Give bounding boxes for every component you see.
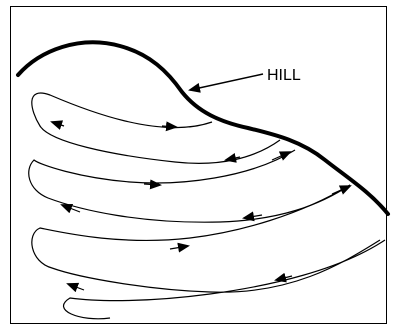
- hill-slope-line: [16, 40, 390, 216]
- hill-label: HILL: [267, 67, 301, 84]
- airflow-arrow-3b: [169, 242, 190, 253]
- airflow-arrow-2b: [143, 179, 162, 190]
- airflow-arrow-2a: [271, 151, 292, 161]
- airflow-arrow-3a: [331, 185, 352, 195]
- diagram-frame: [10, 6, 387, 324]
- airflow-arrow-2c: [60, 203, 81, 214]
- airflow-arrow-1c: [224, 153, 241, 163]
- hill-label-pointer: [188, 73, 264, 93]
- airflow-loop-2: [28, 149, 351, 223]
- airflow-arrow-3d: [274, 272, 293, 283]
- airflow-arrow-2d: [242, 211, 263, 222]
- airflow-loop-3: [31, 184, 381, 293]
- airflow-loop-1: [31, 92, 281, 164]
- airflow-arrow-3c: [66, 282, 85, 293]
- airflow-loop-4: [63, 239, 386, 320]
- airflow-arrow-1b: [50, 120, 65, 130]
- airflow-arrow-1a: [161, 121, 178, 132]
